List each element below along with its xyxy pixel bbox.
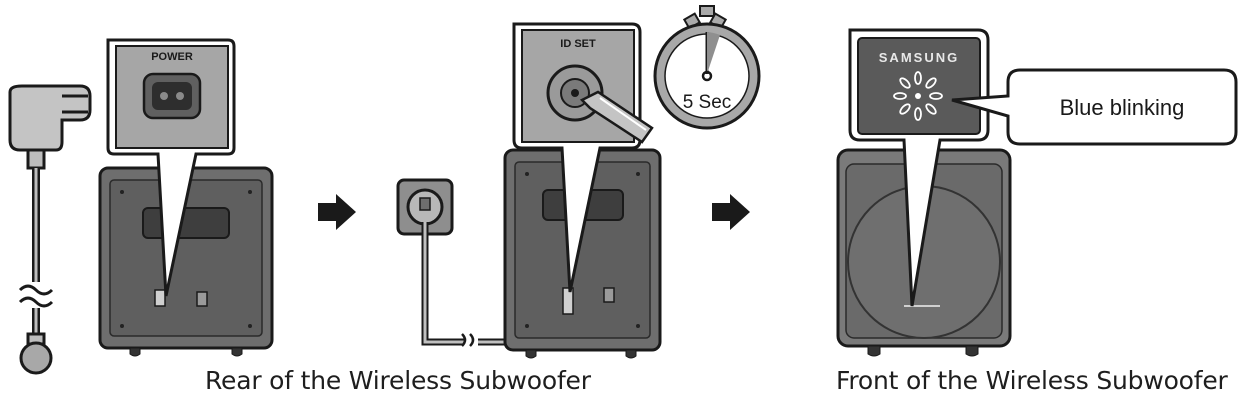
id-set-label: ID SET	[560, 38, 596, 50]
stopwatch-icon	[653, 5, 761, 130]
timer-label: 5 Sec	[683, 92, 732, 113]
caption-front: Front of the Wireless Subwoofer	[836, 366, 1228, 395]
blue-blinking-label: Blue blinking	[1060, 95, 1185, 120]
arrow-right-icon	[712, 194, 750, 230]
pen-icon	[579, 90, 654, 144]
blinking-led-icon	[893, 71, 943, 121]
arrow-right-icon	[318, 194, 356, 230]
brand-label: SAMSUNG	[879, 50, 959, 65]
power-label: POWER	[151, 51, 193, 63]
callout-power	[106, 38, 236, 297]
power-plug-icon	[8, 84, 92, 375]
caption-rear: Rear of the Wireless Subwoofer	[205, 366, 591, 395]
subwoofer-front	[836, 148, 1012, 357]
blue-blinking-callout	[951, 68, 1238, 146]
